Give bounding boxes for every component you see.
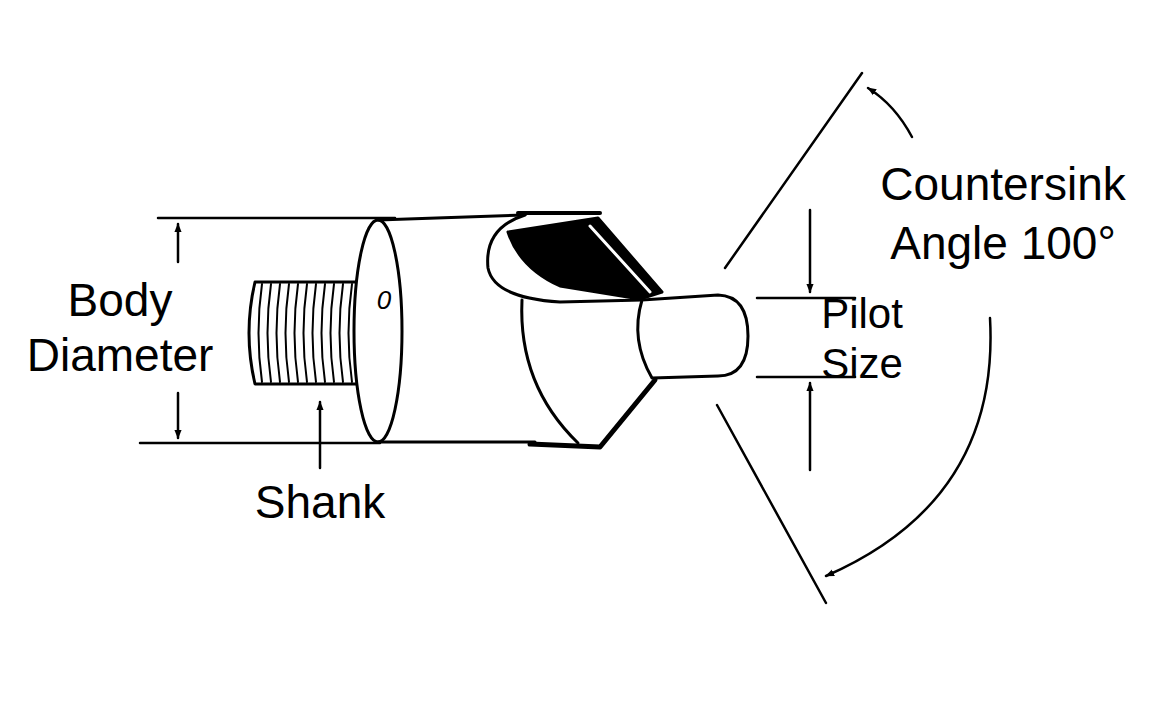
thread-stroke xyxy=(295,284,299,382)
body-bottom-edge xyxy=(378,441,535,444)
thread-stroke xyxy=(259,284,263,382)
shank-outline xyxy=(249,282,360,384)
thread-stroke xyxy=(331,284,335,382)
dimension-arrow xyxy=(809,383,812,470)
thread-stroke xyxy=(313,284,317,382)
cutter-top-edge xyxy=(518,211,600,215)
thread-stroke xyxy=(268,284,272,382)
thread-stroke xyxy=(277,284,281,382)
marking-text: 0 xyxy=(377,287,391,313)
cone-edge xyxy=(530,380,655,447)
thread-stroke xyxy=(349,284,353,382)
dimension-label: Body Diameter xyxy=(27,273,214,383)
cutting-face xyxy=(508,218,662,299)
leader-arrow xyxy=(319,402,322,468)
part-label: Shank xyxy=(255,475,385,530)
thread-stroke xyxy=(286,284,290,382)
cutting-edge-highlight xyxy=(590,226,650,292)
extension-line xyxy=(140,442,380,445)
extension-line xyxy=(158,217,395,220)
body-front-curve xyxy=(522,300,578,443)
thread-stroke xyxy=(304,284,308,382)
angle-line xyxy=(725,73,862,268)
thread-stroke xyxy=(322,284,326,382)
thread-stroke xyxy=(340,284,344,382)
angle-line xyxy=(717,405,826,603)
dimension-arrow xyxy=(177,224,180,262)
dimension-arrow xyxy=(809,210,812,292)
body-top-edge xyxy=(378,215,525,220)
dimension-label: Pilot Size xyxy=(821,289,903,390)
leader-arrow xyxy=(868,88,912,137)
body-end-face xyxy=(354,220,402,442)
angle-label: Countersink Angle 100° xyxy=(880,155,1125,273)
pilot xyxy=(638,295,748,378)
dimension-arrow xyxy=(177,393,180,438)
